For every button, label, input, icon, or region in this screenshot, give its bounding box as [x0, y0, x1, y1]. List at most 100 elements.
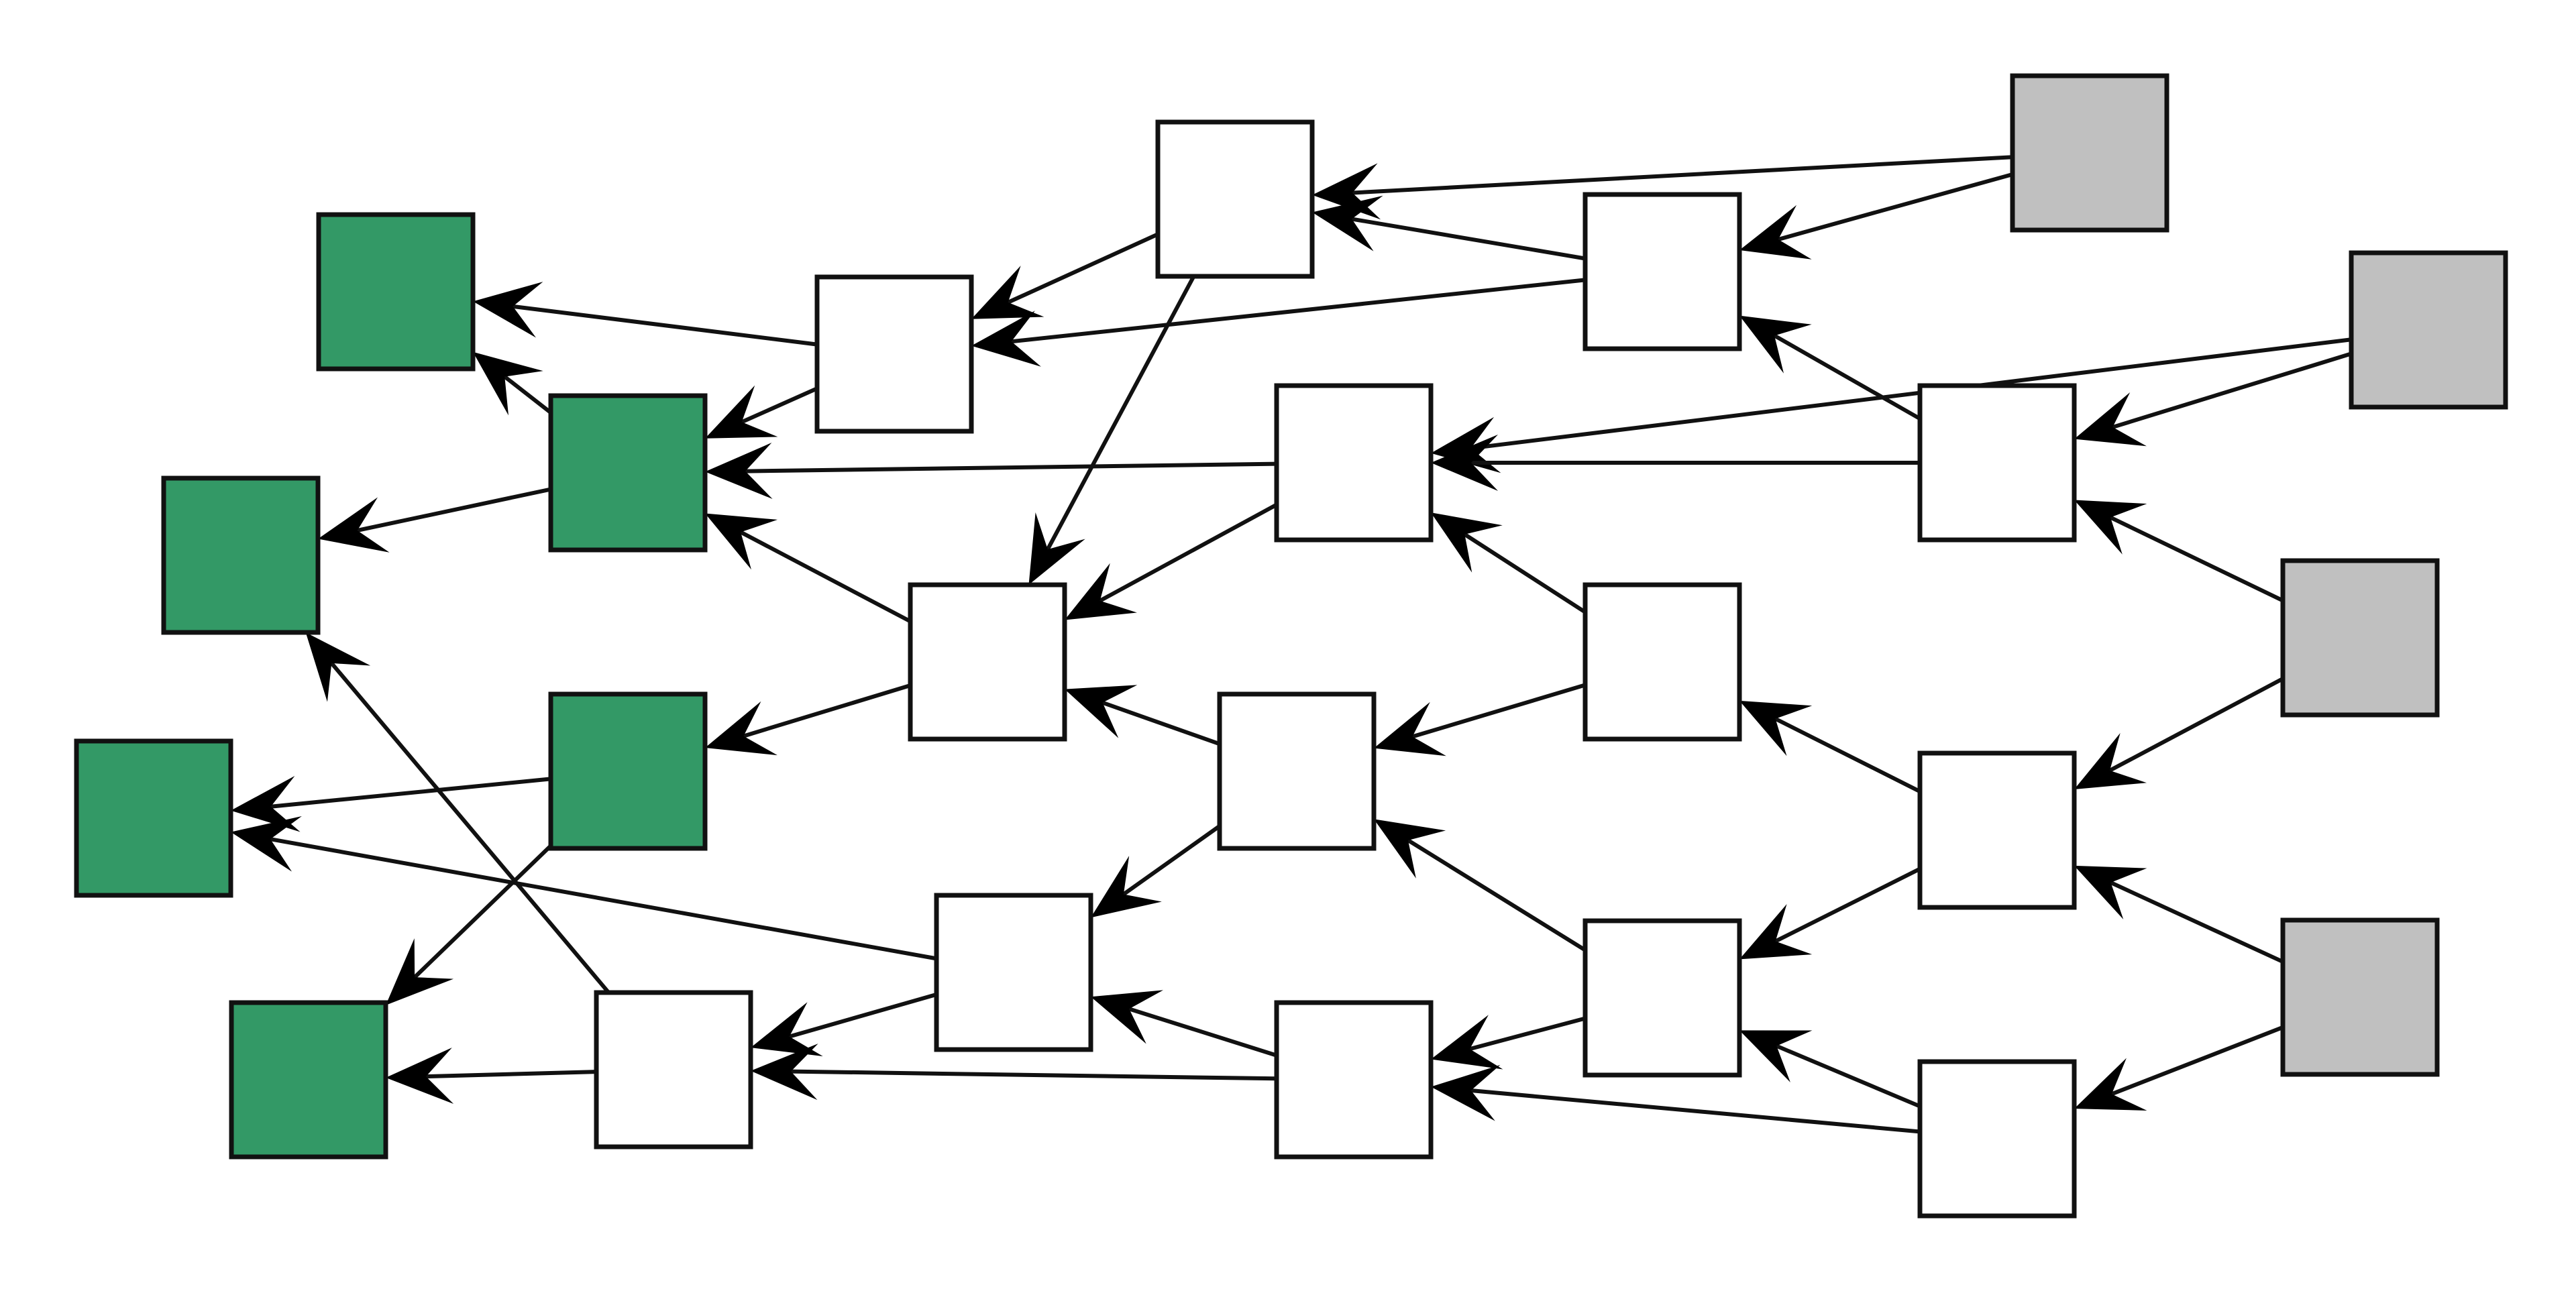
- sink-node-n24: [74, 738, 233, 898]
- intermediate-node-n10: [1155, 119, 1315, 279]
- edge-n14-to-n20: [473, 282, 818, 347]
- edge-n8-to-n12: [1431, 512, 1587, 614]
- edge-n23-to-n25: [386, 844, 553, 1005]
- edge-line: [2110, 881, 2284, 964]
- edge-line: [1470, 1088, 1921, 1134]
- arrowhead: [1374, 701, 1446, 756]
- edge-line: [1776, 1044, 1921, 1109]
- edge-n2-to-n12: [1431, 337, 2352, 473]
- edge-line: [2108, 677, 2284, 773]
- edge-line: [2112, 351, 2352, 429]
- arrowhead: [1312, 195, 1383, 251]
- edge-line: [1773, 333, 1921, 420]
- arrowhead: [473, 351, 543, 416]
- intermediate-node-n12: [1274, 383, 1434, 543]
- arrowhead: [1739, 1030, 1813, 1082]
- arrowhead: [751, 1002, 823, 1056]
- source-node-n3: [2280, 558, 2440, 718]
- edge-n7-to-n13: [1374, 819, 1587, 952]
- edge-n14-to-n21: [705, 385, 818, 439]
- edge-n13-to-n17: [1091, 824, 1221, 918]
- intermediate-node-n18: [594, 990, 753, 1149]
- edge-line: [1011, 278, 1586, 344]
- edge-n17-to-n18: [751, 993, 937, 1056]
- edge-line: [1411, 683, 1586, 739]
- edge-n11-to-n9: [1739, 315, 1921, 420]
- edge-line: [2109, 515, 2284, 603]
- edge-n3-to-n11: [2074, 500, 2284, 603]
- edge-n6-to-n15: [1431, 1064, 1921, 1134]
- arrowhead: [305, 632, 371, 702]
- intermediate-node-n5: [1917, 750, 2077, 910]
- arrowhead: [1431, 512, 1503, 573]
- arrowhead: [2074, 865, 2147, 919]
- edge-n10-to-n14: [971, 232, 1159, 319]
- arrowhead: [1739, 904, 1813, 960]
- edge-n4-to-n6: [2074, 1025, 2284, 1111]
- edge-n18-to-n22: [305, 632, 610, 994]
- edge-n9-to-n10: [1312, 195, 1586, 261]
- edge-line: [1407, 838, 1587, 952]
- edge-n15-to-n17: [1091, 990, 1277, 1058]
- arrowhead: [705, 443, 773, 500]
- intermediate-node-n15: [1274, 1000, 1434, 1160]
- edge-line: [1470, 337, 2352, 451]
- intermediate-node-n13: [1217, 691, 1377, 851]
- edge-n5-to-n8: [1739, 700, 1921, 793]
- sink-node-n21: [548, 393, 708, 553]
- edge-line: [741, 386, 818, 425]
- edge-line: [1128, 1007, 1277, 1058]
- arrowhead: [1065, 563, 1137, 620]
- edge-line: [1046, 275, 1196, 551]
- edge-line: [745, 461, 1277, 473]
- edge-line: [1007, 232, 1159, 304]
- source-node-n2: [2349, 250, 2508, 410]
- edge-n16-to-n23: [705, 683, 911, 756]
- edge-n13-to-n16: [1065, 685, 1221, 746]
- arrowhead: [1374, 819, 1446, 879]
- arrowhead: [971, 266, 1044, 319]
- intermediate-node-n6: [1917, 1059, 2077, 1219]
- arrowhead: [1431, 435, 1498, 491]
- edge-n18-to-n25: [386, 1048, 597, 1105]
- edge-line: [1351, 217, 1586, 261]
- edge-n5-to-n7: [1739, 866, 1921, 960]
- arrowhead: [1431, 1064, 1501, 1121]
- edge-line: [425, 1070, 597, 1079]
- intermediate-node-n9: [1582, 192, 1742, 351]
- edge-n23-to-n24: [231, 775, 551, 832]
- edge-n12-to-n16: [1065, 502, 1278, 620]
- intermediate-node-n16: [908, 582, 1067, 742]
- arrowhead: [1065, 685, 1138, 738]
- edges-layer: [231, 155, 2352, 1134]
- arrowhead: [1028, 512, 1085, 585]
- edge-n21-to-n20: [473, 351, 552, 416]
- edge-line: [1774, 866, 1921, 944]
- sink-node-n22: [161, 475, 321, 635]
- arrowhead: [473, 282, 543, 338]
- edge-n2-to-n11: [2074, 351, 2352, 447]
- arrowhead: [318, 497, 390, 553]
- edge-line: [1352, 155, 2013, 195]
- source-node-n1: [2010, 73, 2169, 233]
- edge-n16-to-n21: [705, 513, 912, 624]
- arrowhead: [231, 775, 301, 832]
- sink-node-n23: [548, 691, 708, 851]
- source-node-n4: [2280, 917, 2440, 1077]
- edge-n7-to-n15: [1431, 1015, 1586, 1070]
- edge-line: [1778, 172, 2013, 241]
- arrowhead: [1431, 1015, 1503, 1070]
- edge-line: [2110, 1025, 2284, 1097]
- arrowhead: [2074, 733, 2147, 789]
- edge-n10-to-n16: [1028, 275, 1196, 585]
- arrowhead: [971, 311, 1041, 367]
- edge-line: [790, 1069, 1277, 1081]
- edge-line: [413, 844, 553, 979]
- edge-n17-to-n24: [231, 816, 937, 961]
- edge-line: [357, 487, 551, 532]
- nodes-layer: [74, 73, 2508, 1219]
- edge-n4-to-n5: [2074, 865, 2284, 964]
- arrowhead: [1739, 205, 1812, 260]
- intermediate-node-n7: [1582, 918, 1742, 1078]
